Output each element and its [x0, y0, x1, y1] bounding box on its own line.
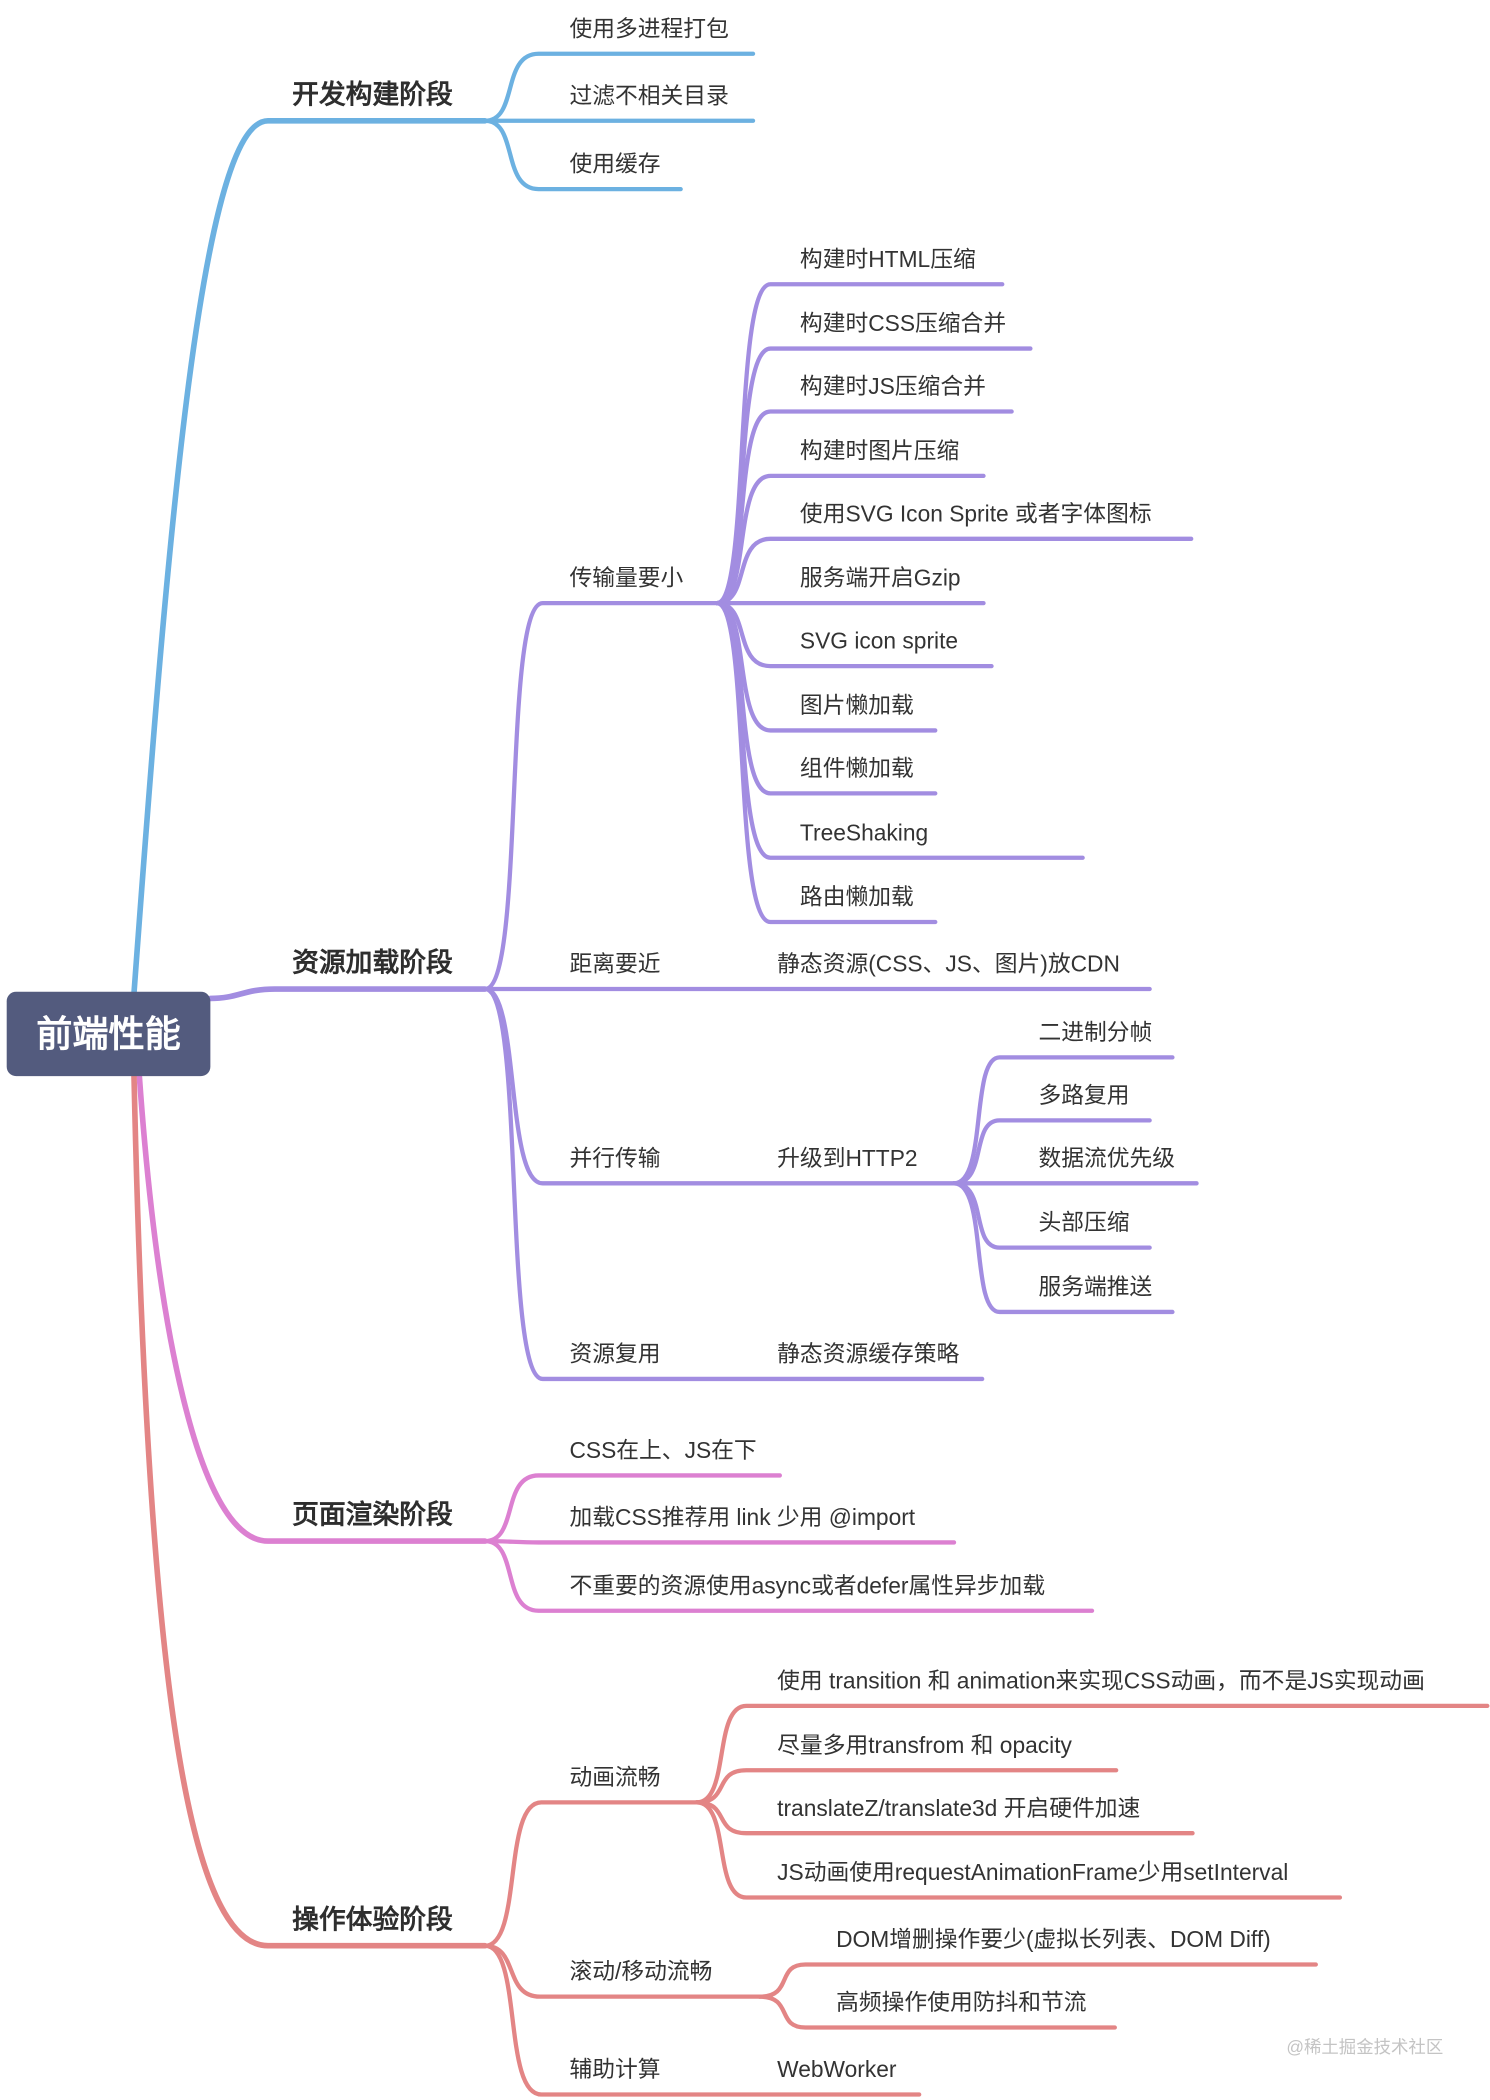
transfer-small-connector [482, 600, 720, 992]
page-render-item: 不重要的资源使用async或者defer属性异步加载 [569, 1572, 1045, 1598]
animation-item-connector [694, 1703, 1490, 1805]
transfer-small-label: 传输量要小 [569, 565, 683, 591]
root-to-interaction-connector [131, 1073, 488, 1949]
dev-build-item: 过滤不相关目录 [569, 82, 728, 108]
scroll-label: 滚动/移动流畅 [569, 1958, 712, 1984]
interaction-connectors [131, 1073, 1490, 2097]
branch-page-render: 页面渲染阶段 CSS在上、JS在下 加载CSS推荐用 link 少用 @impo… [136, 1073, 1095, 1613]
scroll-item-connector [757, 1962, 1318, 1999]
assist-item: WebWorker [777, 2056, 897, 2082]
dev-build-connectors [131, 51, 756, 996]
page-render-item: CSS在上、JS在下 [569, 1437, 756, 1463]
http2-item: 二进制分帧 [1038, 1019, 1152, 1045]
root-label: 前端性能 [36, 1014, 181, 1055]
page-render-item-connector [482, 1538, 957, 1545]
root-to-resource-loading-connector [207, 986, 488, 1002]
transfer-item: 使用SVG Icon Sprite 或者字体图标 [800, 500, 1152, 526]
page-render-connectors [136, 1073, 1095, 1613]
assist-label: 辅助计算 [569, 2056, 660, 2082]
animation-label: 动画流畅 [569, 1764, 660, 1790]
transfer-item: 组件懒加载 [800, 755, 914, 781]
dev-build-item-connector [482, 51, 756, 123]
reuse-label: 资源复用 [569, 1341, 660, 1367]
transfer-item: SVG icon sprite [800, 628, 958, 654]
transfer-item: 服务端开启Gzip [800, 565, 961, 591]
resource-loading-label: 资源加载阶段 [292, 948, 453, 978]
root-to-dev-build-connector [131, 117, 488, 996]
animation-item: JS动画使用requestAnimationFrame少用setInterval [777, 1859, 1288, 1885]
transfer-item: 构建时HTML压缩 [800, 246, 976, 272]
transfer-item: 构建时图片压缩 [800, 437, 959, 463]
branch-resource-loading: 资源加载阶段 传输量要小 构建时HTML压缩 构建时CSS压缩合并 构建时JS压… [207, 246, 1199, 1382]
page-render-item-connector [482, 1538, 1095, 1613]
root-to-page-render-connector [136, 1073, 488, 1544]
scroll-item-connector [757, 1994, 1117, 2030]
root-node: 前端性能 [6, 991, 211, 1077]
branch-interaction: 操作体验阶段 动画流畅 使用 transition 和 animation来实现… [131, 1073, 1490, 2097]
http2-item-connector [951, 1181, 1175, 1315]
http2-item: 数据流优先级 [1038, 1145, 1175, 1171]
transfer-item-connector [714, 536, 1194, 606]
distance-near-item: 静态资源(CSS、JS、图片)放CDN [777, 951, 1120, 977]
page-render-label: 页面渲染阶段 [292, 1500, 453, 1530]
page-render-item: 加载CSS推荐用 link 少用 @import [569, 1504, 915, 1530]
animation-item-connector [694, 1800, 1343, 1900]
animation-item: 尽量多用transfrom 和 opacity [777, 1732, 1072, 1758]
transfer-item-connector [714, 473, 986, 606]
http2-label: 升级到HTTP2 [777, 1145, 917, 1171]
resource-loading-connectors [207, 282, 1199, 1382]
assist-connector [482, 1943, 922, 2097]
page-render-item-connector [482, 1473, 782, 1544]
branch-dev-build: 开发构建阶段 使用多进程打包 过滤不相关目录 使用缓存 [131, 15, 756, 996]
http2-item-connector [951, 1118, 1152, 1186]
animation-item: translateZ/translate3d 开启硬件加速 [777, 1795, 1140, 1821]
reuse-connector [482, 986, 985, 1382]
transfer-item: 构建时JS压缩合并 [800, 373, 986, 399]
dev-build-item-connector [482, 118, 683, 192]
http2-item: 头部压缩 [1038, 1209, 1129, 1235]
parallel-label: 并行传输 [569, 1145, 660, 1171]
http2-item: 多路复用 [1038, 1082, 1129, 1108]
interaction-label: 操作体验阶段 [292, 1903, 453, 1934]
http2-item: 服务端推送 [1038, 1274, 1152, 1300]
dev-build-item: 使用多进程打包 [569, 15, 728, 41]
transfer-item-connector [714, 600, 938, 925]
watermark: @稀土掘金技术社区 [1286, 2037, 1443, 2057]
http2-item-connector [951, 1055, 1175, 1186]
transfer-item: TreeShaking [800, 819, 928, 845]
dev-build-item: 使用缓存 [569, 151, 660, 177]
animation-item: 使用 transition 和 animation来实现CSS动画，而不是JS实… [777, 1667, 1425, 1693]
scroll-item: 高频操作使用防抖和节流 [836, 1989, 1086, 2015]
transfer-item: 路由懒加载 [800, 884, 914, 910]
root-box [6, 991, 211, 1077]
transfer-item: 构建时CSS压缩合并 [800, 310, 1006, 336]
dev-build-label: 开发构建阶段 [292, 78, 453, 109]
distance-near-label: 距离要近 [569, 951, 660, 977]
animation-item-connector [694, 1768, 1119, 1805]
animation-connector [482, 1800, 699, 1948]
transfer-item: 图片懒加载 [800, 692, 914, 718]
scroll-item: DOM增删操作要少(虚拟长列表、DOM Diff) [836, 1926, 1271, 1952]
reuse-item: 静态资源缓存策略 [777, 1341, 959, 1367]
